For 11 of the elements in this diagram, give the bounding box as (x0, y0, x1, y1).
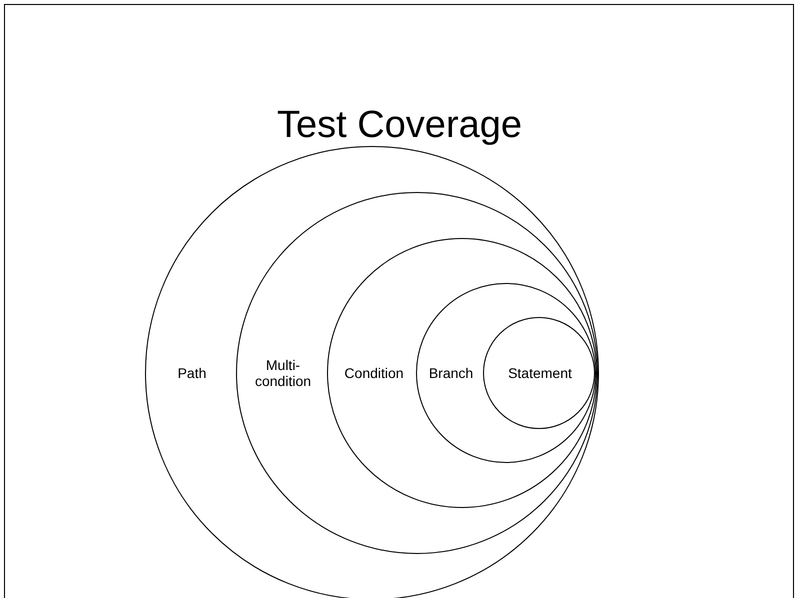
circle-label: Branch (428, 365, 474, 381)
coverage-circle (327, 238, 597, 508)
title: Test Coverage (276, 103, 523, 147)
coverage-circle (236, 192, 598, 554)
circle-label: Path (176, 365, 208, 381)
circle-label: Statement (507, 365, 573, 381)
coverage-circle (483, 317, 595, 429)
coverage-circle (416, 283, 596, 463)
coverage-circle (145, 146, 599, 598)
circle-label: Multi-condition (254, 357, 312, 389)
circle-label: Condition (343, 365, 405, 381)
